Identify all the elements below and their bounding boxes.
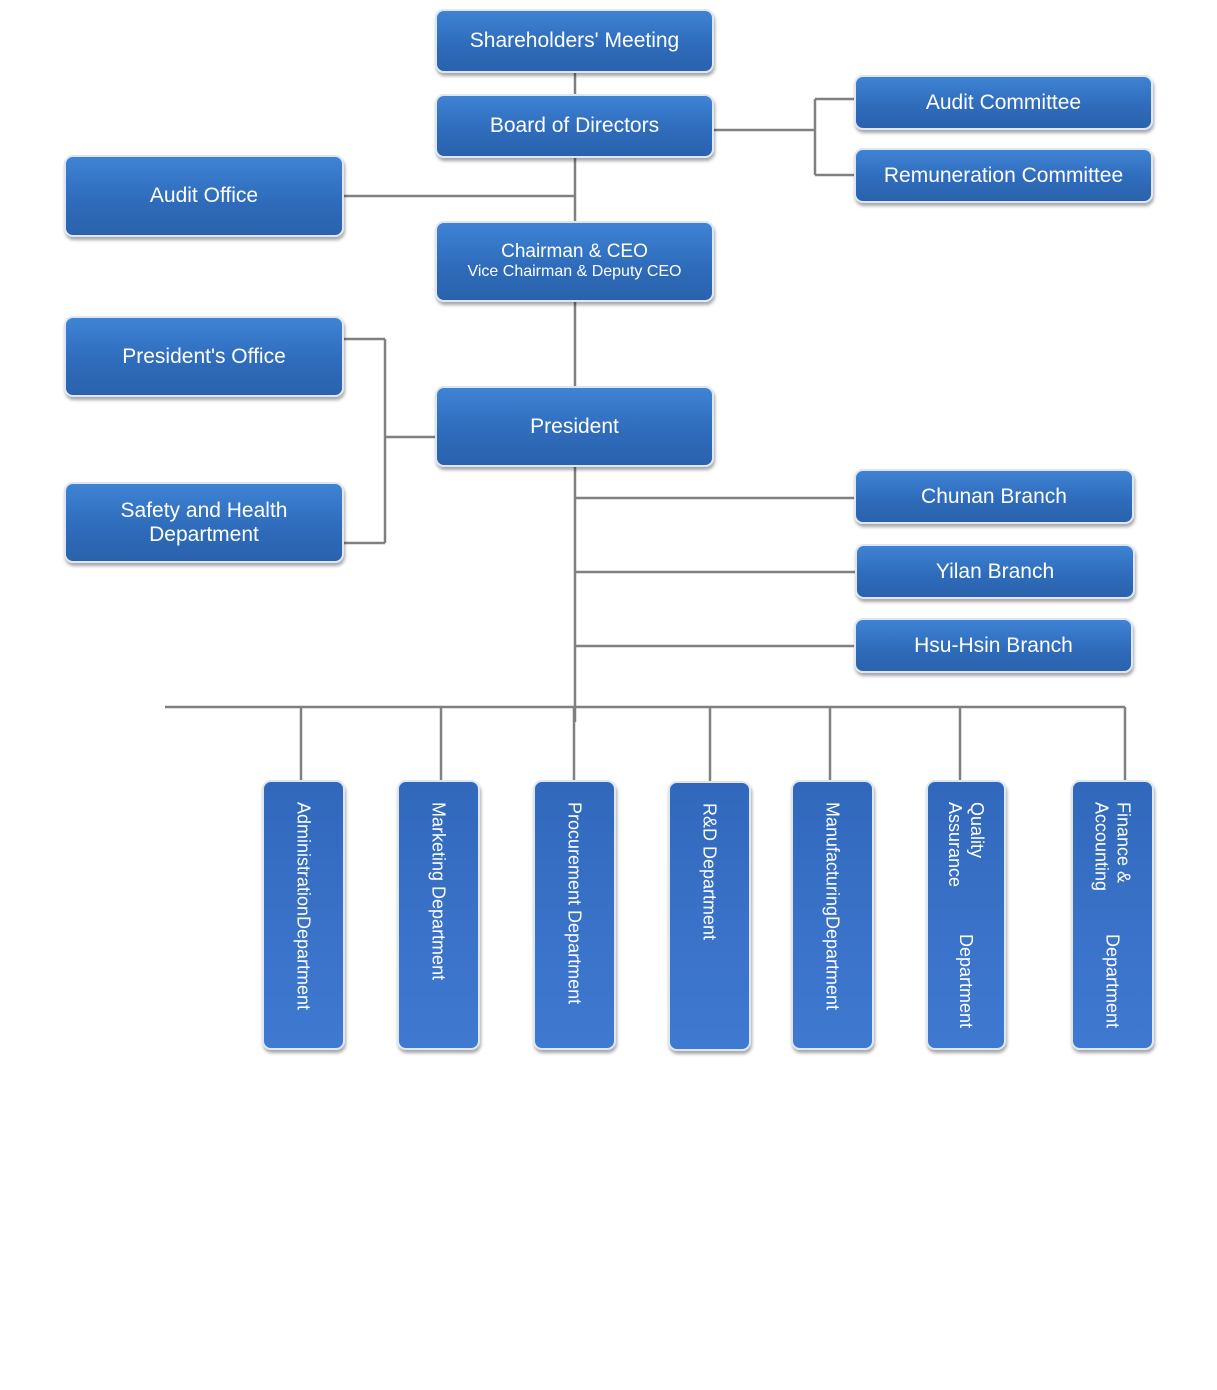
safety-health-line2: Department [149, 522, 259, 546]
remuneration-committee-label: Remuneration Committee [883, 163, 1124, 187]
finance-accounting-department-line1: Finance & Accounting [1091, 802, 1134, 892]
audit-office-label: Audit Office [149, 184, 259, 208]
president-label: President [530, 414, 619, 438]
yilan-branch-box: Yilan Branch [855, 544, 1135, 599]
chairman-ceo-box: Chairman & CEO Vice Chairman & Deputy CE… [435, 221, 714, 302]
manufacturing-department-line2: Department [822, 916, 843, 1011]
finance-accounting-department-line2: Department [1102, 933, 1123, 1028]
procurement-department-box: Procurement Department [533, 780, 616, 1050]
audit-office-box: Audit Office [64, 155, 344, 237]
rd-department-box: R&D Department [668, 781, 751, 1051]
manufacturing-department-line1: Manufacturing [822, 802, 843, 917]
safety-health-department-box: Safety and Health Department [64, 482, 344, 563]
vice-chairman-label: Vice Chairman & Deputy CEO [467, 263, 682, 281]
hsu-hsin-branch-box: Hsu-Hsin Branch [854, 618, 1133, 673]
rd-department-label: R&D Department [699, 803, 720, 941]
quality-assurance-department-line1: Quality Assurance [945, 802, 987, 888]
marketing-department-label: Marketing Department [428, 802, 449, 981]
marketing-department-box: Marketing Department [397, 780, 480, 1050]
finance-accounting-department-box: Finance & Accounting Department [1071, 780, 1154, 1050]
administration-department-line1: Administration [293, 802, 314, 917]
quality-assurance-department-line2: Department [956, 933, 976, 1028]
chunan-branch-box: Chunan Branch [854, 469, 1134, 524]
audit-committee-label: Audit Committee [925, 90, 1082, 114]
shareholders-meeting-box: Shareholders' Meeting [435, 9, 714, 73]
manufacturing-department-box: Manufacturing Department [791, 780, 874, 1050]
administration-department-box: Administration Department [262, 780, 345, 1050]
safety-health-line1: Safety and Health [120, 499, 288, 523]
board-of-directors-label: Board of Directors [489, 114, 660, 138]
shareholders-meeting-label: Shareholders' Meeting [469, 29, 680, 53]
yilan-branch-label: Yilan Branch [935, 559, 1055, 583]
board-of-directors-box: Board of Directors [435, 94, 714, 158]
procurement-department-label: Procurement Department [564, 802, 585, 1005]
chairman-ceo-label: Chairman & CEO [501, 241, 648, 263]
president-box: President [435, 386, 714, 467]
hsu-hsin-branch-label: Hsu-Hsin Branch [914, 633, 1073, 657]
presidents-office-box: President's Office [64, 316, 344, 397]
administration-department-line2: Department [293, 916, 314, 1011]
remuneration-committee-box: Remuneration Committee [854, 148, 1153, 203]
presidents-office-label: President's Office [122, 344, 286, 368]
chunan-branch-label: Chunan Branch [921, 484, 1067, 508]
audit-committee-box: Audit Committee [854, 75, 1153, 130]
quality-assurance-department-box: Quality Assurance Department [926, 780, 1006, 1050]
